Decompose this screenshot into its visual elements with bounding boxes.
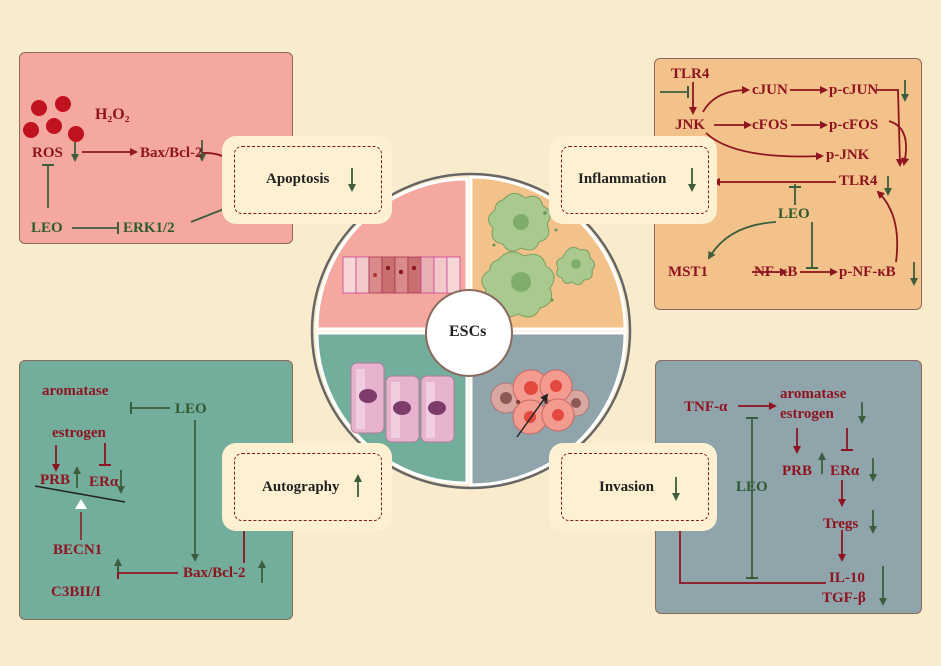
ros-label: ROS [32, 145, 63, 161]
inflammatory-cells-icon [481, 193, 596, 318]
invasion-tab-label: Invasion [599, 479, 655, 495]
leo-label-apoptosis: LEO [31, 220, 63, 236]
prb-label-invasion: PRB [782, 463, 812, 479]
leo-label-autography: LEO [175, 401, 207, 417]
autography-tab [222, 443, 392, 531]
prb-label-autography: PRB [40, 472, 70, 488]
center-circle [425, 289, 513, 377]
estrogen-label-invasion: estrogen [780, 406, 834, 422]
aromatase-label-invasion: aromatase [780, 386, 847, 402]
p-cjun-label: p-cJUN [829, 82, 879, 98]
nfkb-label: NF-κB [754, 264, 798, 280]
becn1-label: BECN1 [53, 542, 103, 558]
h2o2-label: H₂O₂ [95, 106, 130, 123]
p-nfkb-label: p-NF-κB [839, 264, 896, 280]
c3bii-label: C3BII/I [51, 584, 102, 600]
inflammation-connectors [660, 80, 918, 286]
autography-tab-border [234, 453, 382, 521]
bax-bcl2-label: Bax/Bcl-2 [140, 145, 203, 161]
tnf-alpha-label: TNF-α [684, 399, 728, 415]
estrogen-label-autography: estrogen [52, 425, 106, 441]
tregs-label: Tregs [823, 516, 859, 532]
invasion-cells-icon [490, 369, 590, 438]
inflammation-tab [549, 136, 717, 224]
leo-label-invasion: LEO [736, 479, 768, 495]
inflammation-tab-border [561, 146, 709, 214]
tlr4-label: TLR4 [839, 173, 878, 189]
jnk-label: JNK [675, 117, 705, 133]
bax-bcl2-label-autography: Bax/Bcl-2 [183, 565, 246, 581]
mst1-label: MST1 [668, 264, 709, 280]
leo-label-inflammation: LEO [778, 206, 810, 222]
invasion-tab [549, 443, 717, 531]
apoptosis-tab-label: Apoptosis [266, 171, 330, 187]
apoptosis-tab-border [234, 146, 382, 214]
tlr4-top-label: TLR4 [671, 66, 710, 82]
aromatase-label-autography: aromatase [42, 383, 109, 399]
apoptosis-tab [222, 136, 392, 224]
il10-label: IL-10 [829, 570, 865, 586]
cjun-label: cJUN [752, 82, 788, 98]
inflammation-tab-label: Inflammation [578, 171, 667, 187]
p-cfos-label: p-cFOS [829, 117, 879, 133]
era-label-invasion: ERα [830, 463, 860, 479]
p-jnk-label: p-JNK [826, 147, 870, 163]
center-label: ESCs [449, 323, 487, 340]
invasion-tab-border [561, 453, 709, 521]
tgf-beta-label: TGF-β [822, 590, 866, 606]
epithelial-cells-icon [342, 256, 461, 294]
autophagy-cells-icon [350, 362, 455, 443]
autography-tab-label: Autography [262, 479, 340, 495]
cfos-label: cFOS [752, 117, 788, 133]
era-label-autography: ERα [89, 474, 119, 490]
erk12-label: ERK1/2 [123, 220, 175, 236]
invasion-connectors [676, 402, 887, 606]
